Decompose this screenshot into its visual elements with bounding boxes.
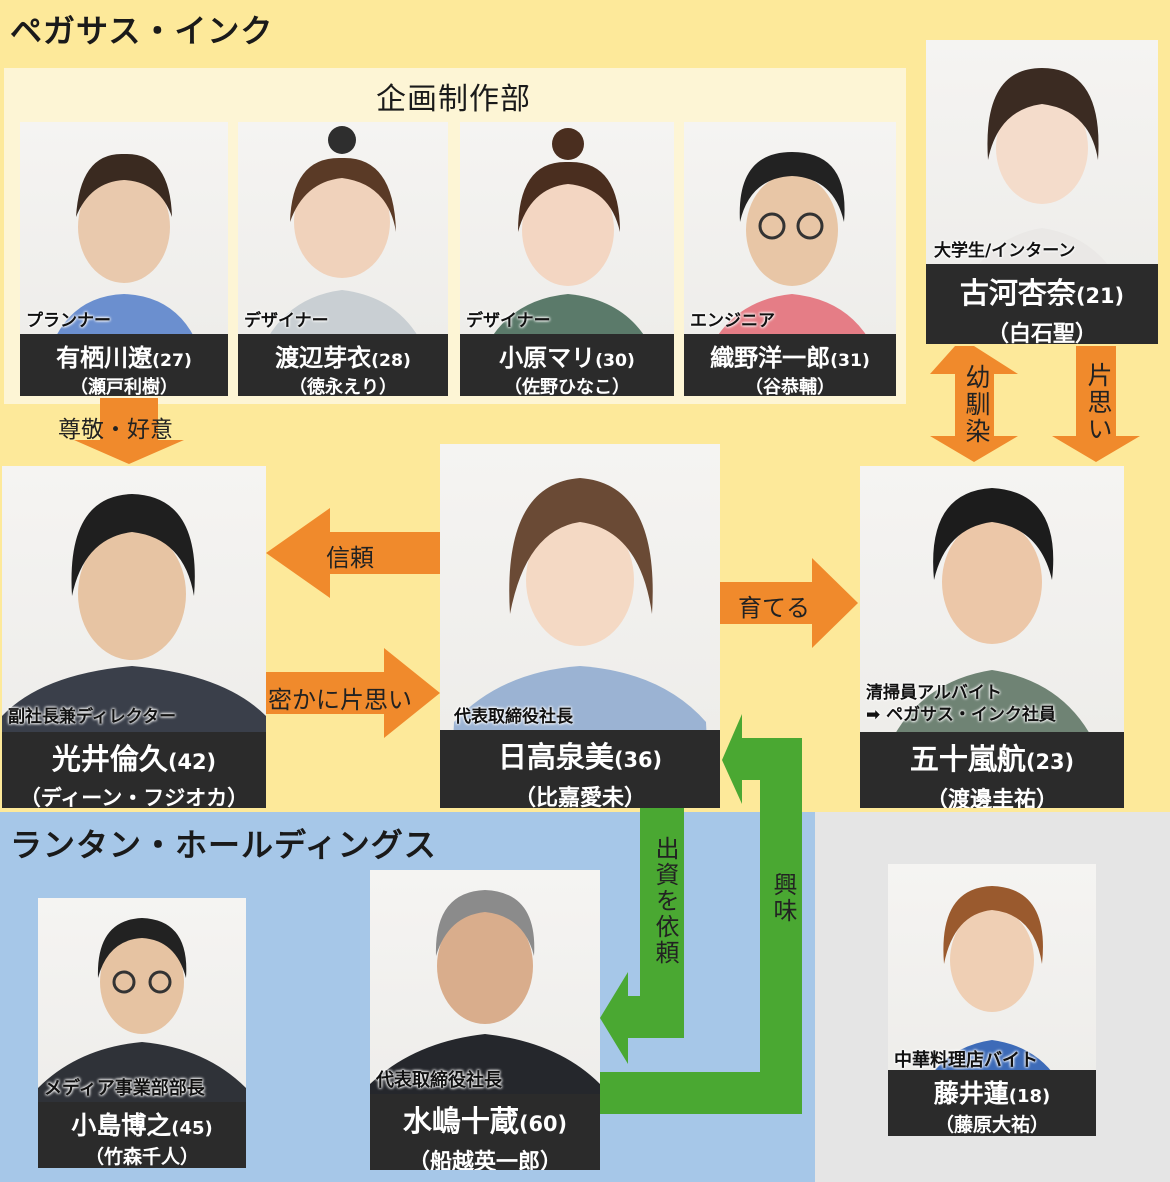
name-label: 織野洋一郎 xyxy=(710,344,831,372)
role-line-1: 清掃員アルバイト xyxy=(866,683,1002,703)
label-funding: 出資を依頼 xyxy=(651,836,679,966)
actor-label: （藤原大祐） xyxy=(934,1114,1049,1136)
label-respect: 尊敬・好意 xyxy=(58,417,173,443)
person-card-aritsugawa[interactable]: プランナー 有栖川遼(27) （瀬戸利樹） xyxy=(20,122,228,396)
actor-label: （比嘉愛未） xyxy=(513,786,646,808)
actor-label: （ディーン・フジオカ） xyxy=(19,786,249,808)
actor-label: （竹森千人） xyxy=(84,1146,199,1168)
label-nurture: 育てる xyxy=(738,594,810,622)
age-label: (31) xyxy=(830,351,870,371)
age-label: (21) xyxy=(1075,284,1125,308)
name-label: 小原マリ xyxy=(499,344,596,372)
name-box: 有栖川遼(27) （瀬戸利樹） xyxy=(20,334,228,396)
role-label: エンジニア xyxy=(690,311,775,331)
age-label: (28) xyxy=(371,351,411,371)
name-box: 五十嵐航(23) （渡邊圭祐） xyxy=(860,732,1124,808)
age-label: (45) xyxy=(171,1118,213,1139)
label-secret-love: 密かに片思い xyxy=(268,686,412,714)
person-card-ohara[interactable]: デザイナー 小原マリ(30) （佐野ひなこ） xyxy=(460,122,674,396)
role-label: メディア事業部部長 xyxy=(44,1078,205,1099)
role-label: デザイナー xyxy=(244,311,329,331)
role-label: デザイナー xyxy=(466,311,551,331)
label-crush: 片思い xyxy=(1084,362,1113,443)
name-label: 日高泉美 xyxy=(497,740,614,774)
name-box: 古河杏奈(21) （白石聖） xyxy=(926,264,1158,344)
lantern-title: ランタン・ホールディングス xyxy=(10,826,437,864)
actor-label: （渡邊圭祐） xyxy=(925,788,1058,808)
name-label: 小島博之 xyxy=(71,1111,172,1140)
name-label: 五十嵐航 xyxy=(909,742,1026,776)
name-box: 小島博之(45) （竹森千人） xyxy=(38,1102,246,1168)
person-card-watanabe[interactable]: デザイナー 渡辺芽衣(28) （徳永えり） xyxy=(238,122,448,396)
name-box: 水嶋十蔵(60) （船越英一郎） xyxy=(370,1094,600,1170)
person-card-kogawa[interactable]: 大学生/インターン 古河杏奈(21) （白石聖） xyxy=(926,40,1158,344)
name-label: 古河杏奈 xyxy=(959,276,1076,310)
person-card-orino[interactable]: エンジニア 織野洋一郎(31) （谷恭輔） xyxy=(684,122,896,396)
actor-label: （白石聖） xyxy=(986,322,1097,344)
label-interest: 興味 xyxy=(769,872,797,924)
person-card-igarashi[interactable]: 清掃員アルバイト ➡ ペガサス・インク社員 五十嵐航(23) （渡邊圭祐） xyxy=(860,466,1124,808)
name-box: 小原マリ(30) （佐野ひなこ） xyxy=(460,334,674,396)
actor-label: （佐野ひなこ） xyxy=(504,377,630,396)
name-box: 織野洋一郎(31) （谷恭輔） xyxy=(684,334,896,396)
name-label: 光井倫久 xyxy=(51,742,168,776)
person-card-mitsui[interactable]: 副社長兼ディレクター 光井倫久(42) （ディーン・フジオカ） xyxy=(2,466,266,808)
actor-label: （瀬戸利樹） xyxy=(70,377,178,396)
role-label: 大学生/インターン xyxy=(934,241,1076,261)
name-label: 渡辺芽衣 xyxy=(275,344,372,372)
person-card-hidaka[interactable]: 代表取締役社長 日高泉美(36) （比嘉愛未） xyxy=(440,444,720,808)
name-label: 藤井蓮 xyxy=(933,1079,1009,1108)
planning-department-title: 企画制作部 xyxy=(376,82,531,117)
role-label: プランナー xyxy=(26,311,111,331)
age-label: (42) xyxy=(167,750,217,774)
role-label: 副社長兼ディレクター xyxy=(8,707,177,727)
person-card-fujii[interactable]: 中華料理店バイト 藤井蓮(18) （藤原大祐） xyxy=(888,864,1096,1136)
pegasus-title: ペガサス・インク xyxy=(10,12,274,50)
role-label: 中華料理店バイト xyxy=(894,1050,1038,1071)
person-card-mizushima[interactable]: 代表取締役社長 水嶋十蔵(60) （船越英一郎） xyxy=(370,870,600,1170)
role-line-2: ➡ ペガサス・インク社員 xyxy=(866,705,1056,725)
age-label: (27) xyxy=(152,351,192,371)
role-label: 清掃員アルバイト ➡ ペガサス・インク社員 xyxy=(866,682,1056,726)
actor-label: （船越英一郎） xyxy=(407,1150,562,1170)
age-label: (23) xyxy=(1025,750,1075,774)
name-box: 渡辺芽衣(28) （徳永えり） xyxy=(238,334,448,396)
age-label: (30) xyxy=(595,351,635,371)
name-box: 光井倫久(42) （ディーン・フジオカ） xyxy=(2,732,266,808)
age-label: (36) xyxy=(613,748,663,772)
name-box: 藤井蓮(18) （藤原大祐） xyxy=(888,1070,1096,1136)
name-label: 有栖川遼 xyxy=(56,344,153,372)
age-label: (60) xyxy=(518,1112,568,1136)
name-label: 水嶋十蔵 xyxy=(402,1104,519,1138)
name-box: 日高泉美(36) （比嘉愛未） xyxy=(440,730,720,808)
role-label: 代表取締役社長 xyxy=(454,707,573,727)
label-childhood: 幼馴染 xyxy=(962,364,991,445)
actor-label: （徳永えり） xyxy=(289,377,397,396)
person-card-kojima[interactable]: メディア事業部部長 小島博之(45) （竹森千人） xyxy=(38,898,246,1168)
role-label: 代表取締役社長 xyxy=(376,1070,502,1091)
age-label: (18) xyxy=(1008,1086,1051,1107)
actor-label: （谷恭輔） xyxy=(745,377,835,396)
label-trust: 信頼 xyxy=(326,544,374,572)
